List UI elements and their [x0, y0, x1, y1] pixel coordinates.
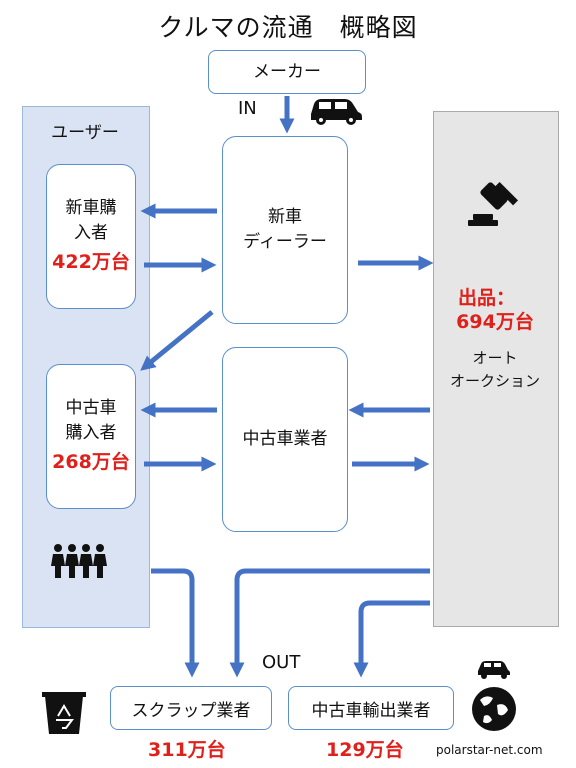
used-buyer-count: 268万台 [52, 451, 130, 474]
globe-icon [472, 687, 516, 731]
arrow-user-scrap [151, 568, 200, 678]
scrap-dealer-box: スクラップ業者 [110, 686, 272, 730]
arrow-auction-scrap [229, 568, 430, 678]
page-title: クルマの流通 概略図 [158, 13, 418, 42]
new-car-buyer-box: 新車購 入者 422万台 [46, 164, 136, 309]
auction-count: 694万台 [456, 311, 534, 333]
small-car-icon [478, 661, 510, 679]
used-car-buyer-box: 中古車 購入者 268万台 [46, 364, 136, 509]
dealer-line1: 新車 [268, 207, 302, 228]
used-dealer-label: 中古車業者 [242, 429, 328, 450]
maker-label: メーカー [253, 61, 321, 82]
used-buyer-line1: 中古車 [65, 398, 117, 419]
site-credit: polarstar-net.com [436, 743, 543, 757]
user-panel-label: ユーザー [51, 123, 119, 143]
new-car-dealer-box: 新車 ディーラー [222, 136, 348, 324]
auction-listing-label: 出品： [458, 287, 516, 309]
new-buyer-line1: 新車購 [65, 198, 117, 219]
in-label: IN [238, 98, 257, 119]
gavel-icon [468, 181, 519, 226]
new-buyer-count: 422万台 [52, 251, 130, 274]
auction-line1: オート [472, 349, 518, 367]
dealer-line2: ディーラー [243, 232, 327, 252]
export-label: 中古車輸出業者 [311, 700, 431, 721]
scrap-count: 311万台 [148, 739, 226, 761]
people-icon [51, 544, 107, 578]
scrap-label: スクラップ業者 [131, 700, 251, 721]
new-buyer-line2: 入者 [74, 222, 108, 243]
auction-line2: オークション [449, 371, 540, 390]
car-icon [311, 99, 362, 125]
arrow-dealer-usedbuyer [140, 310, 214, 371]
out-label: OUT [262, 652, 301, 673]
maker-box: メーカー [208, 50, 366, 94]
export-dealer-box: 中古車輸出業者 [288, 686, 454, 730]
export-count: 129万台 [326, 739, 404, 761]
auction-name: オート オークション [433, 347, 557, 392]
used-buyer-line2: 購入者 [65, 422, 117, 443]
recycle-bin-icon [42, 692, 86, 734]
arrow-auction-export [353, 600, 430, 678]
used-car-dealer-box: 中古車業者 [222, 347, 348, 532]
